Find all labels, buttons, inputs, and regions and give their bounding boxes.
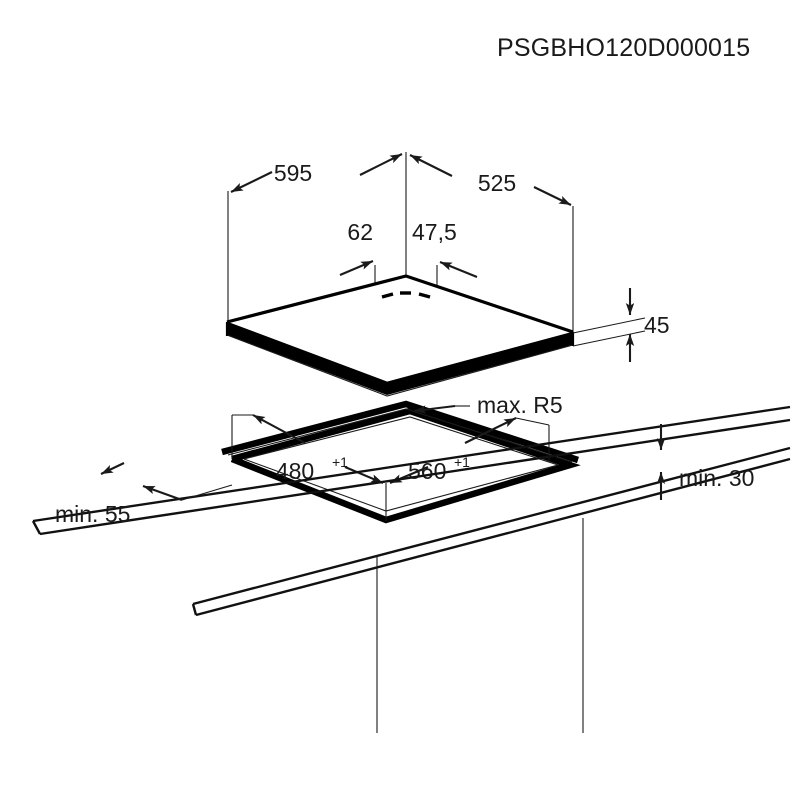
dimension-62: 62	[339, 219, 374, 276]
dimension-480-tolerance: +1	[332, 454, 348, 470]
dimension-525: 525	[409, 154, 572, 206]
dimension-45-label: 45	[644, 312, 670, 338]
dimension-525-label: 525	[478, 170, 516, 196]
top-extension-lines	[227, 152, 574, 334]
callout-min-55-label: min. 55	[55, 501, 130, 527]
dimension-47-5-label: 47,5	[412, 219, 457, 245]
dimension-595-label: 595	[274, 160, 312, 186]
dimension-47-5: 47,5	[412, 219, 478, 278]
worktop-lower-panel	[191, 446, 791, 617]
dimension-45: 45	[572, 288, 670, 362]
callout-max-r5: max. R5	[413, 392, 563, 418]
callout-min-55: min. 55	[55, 462, 233, 527]
hob-appliance	[225, 274, 575, 397]
dimension-62-label: 62	[347, 219, 373, 245]
callout-min-30: min. 30	[656, 424, 754, 500]
dimension-595: 595	[230, 153, 403, 193]
callout-min-30-label: min. 30	[679, 465, 754, 491]
hob-surface-dash-marks	[381, 291, 431, 299]
document-code-label: PSGBHO120D000015	[497, 34, 750, 62]
callout-max-r5-label: max. R5	[477, 392, 563, 418]
cabinet-side-lines	[376, 518, 584, 733]
